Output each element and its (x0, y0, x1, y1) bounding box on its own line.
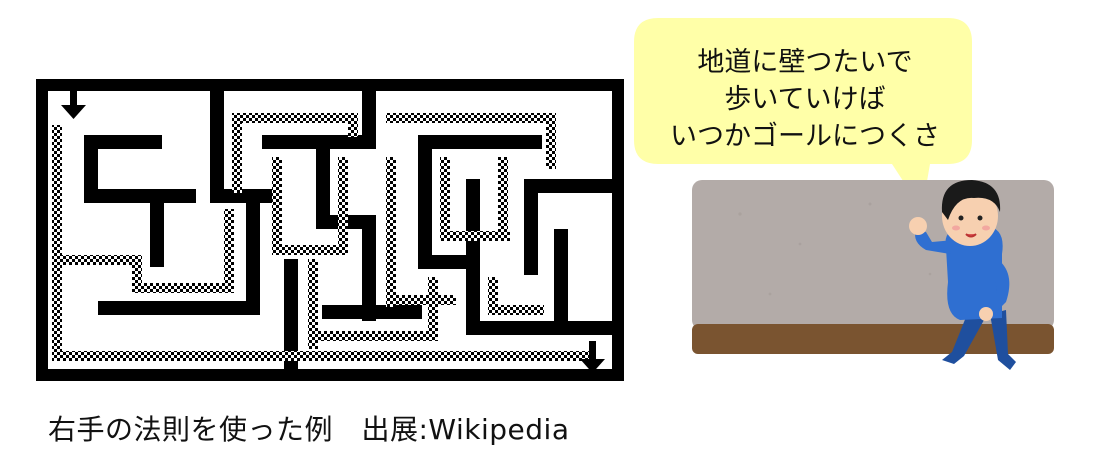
speech-line-3: いつかゴールにつくさ (670, 121, 940, 152)
goal-arrow-icon (580, 341, 605, 373)
start-arrow-icon (61, 85, 86, 119)
speech-bubble (634, 18, 972, 210)
wall-walker-illustration (634, 18, 1054, 370)
man-character (909, 180, 1016, 370)
maze-diagram (36, 79, 624, 381)
speech-line-2: 歩いていけば (724, 84, 886, 115)
speech-bubble-text: 地道に壁つたいで 歩いていけば いつかゴールにつくさ (640, 44, 970, 155)
speech-line-1: 地道に壁つたいで (697, 47, 913, 78)
image-caption: 右手の法則を使った例 出展:Wikipedia (48, 413, 570, 446)
